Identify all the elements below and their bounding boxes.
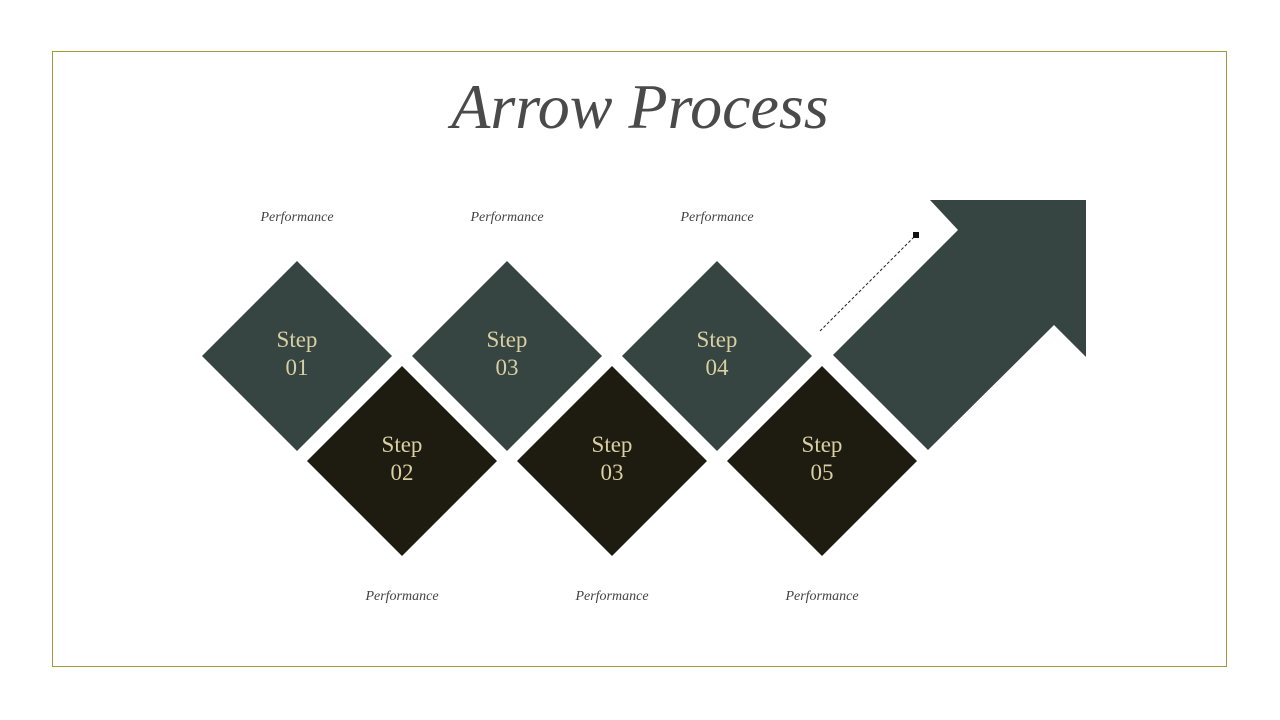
step-label-4: Performance	[575, 589, 649, 604]
step-label-5: Performance	[680, 210, 754, 225]
step-word: Step	[801, 432, 843, 457]
step-number: 02	[390, 460, 414, 485]
step-diamond-1	[202, 261, 392, 451]
step-diamond-4	[517, 366, 707, 556]
step-word: Step	[486, 327, 528, 352]
step-word: Step	[276, 327, 318, 352]
step-diamond-6	[727, 366, 917, 556]
step-label-3: Performance	[470, 210, 544, 225]
slide-title: Arrow Process	[451, 71, 829, 142]
step-text-1: Step 01	[237, 326, 357, 382]
step-label-2: Performance	[365, 589, 439, 604]
big-arrow	[833, 200, 1086, 450]
connector-endpoint	[913, 232, 919, 238]
step-number: 04	[705, 355, 729, 380]
step-number: 01	[285, 355, 309, 380]
step-diamond-3	[412, 261, 602, 451]
step-number: 03	[495, 355, 519, 380]
step-diamond-2	[307, 366, 497, 556]
step-text-4: Step 03	[552, 431, 672, 487]
step-diamond-5	[622, 261, 812, 451]
step-text-5: Step 04	[657, 326, 777, 382]
step-label-1: Performance	[260, 210, 334, 225]
step-text-2: Step 02	[342, 431, 462, 487]
step-number: 05	[810, 460, 834, 485]
step-text-3: Step 03	[447, 326, 567, 382]
step-word: Step	[381, 432, 423, 457]
step-label-6: Performance	[785, 589, 859, 604]
step-number: 03	[600, 460, 624, 485]
step-text-6: Step 05	[762, 431, 882, 487]
step-word: Step	[591, 432, 633, 457]
slide-frame	[52, 51, 1227, 667]
step-word: Step	[696, 327, 738, 352]
dashed-connector	[819, 234, 917, 332]
